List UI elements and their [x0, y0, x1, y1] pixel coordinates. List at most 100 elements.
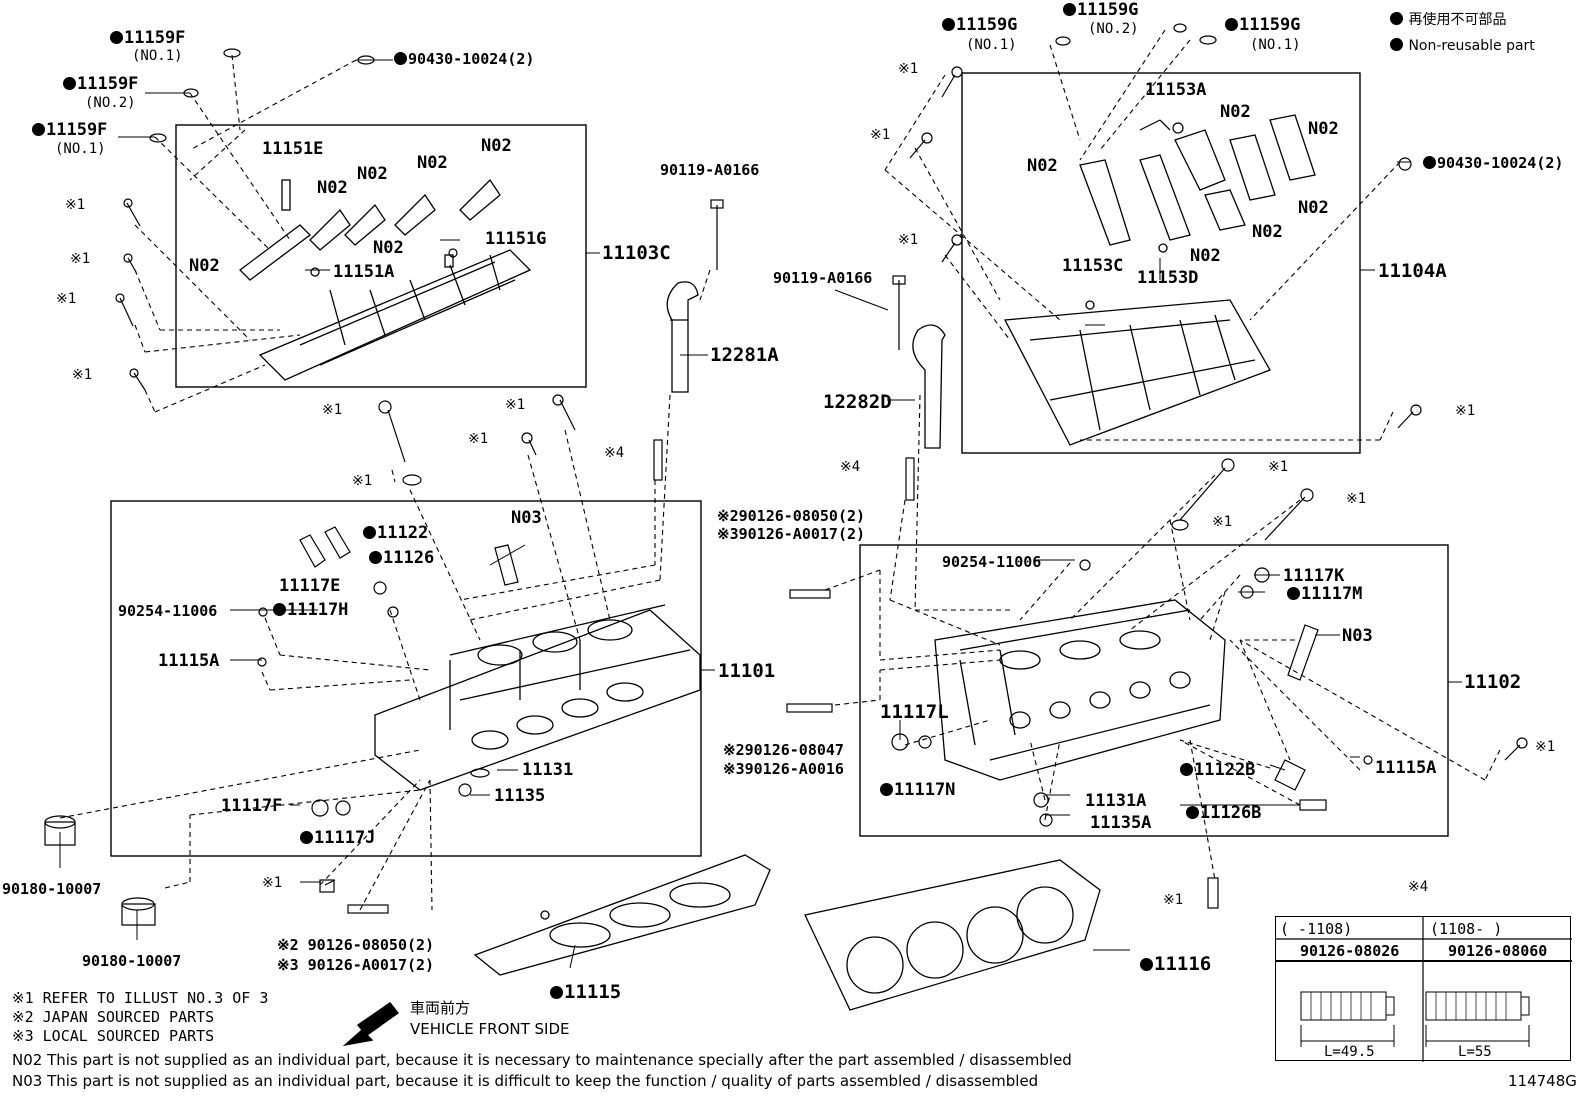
part-label-sub: (NO.1) — [1250, 37, 1301, 53]
non-reusable-dot-icon — [1423, 156, 1436, 169]
non-reusable-dot-icon — [1287, 587, 1300, 600]
part-label: 11153C — [1062, 256, 1124, 276]
non-reusable-dot-icon — [880, 783, 893, 796]
part-label: 11153D — [1137, 268, 1199, 288]
footnote-ref1: ※1 REFER TO ILLUST NO.3 OF 3 — [12, 989, 269, 1007]
n02-label: N02 — [417, 153, 448, 173]
part-label: 90430-10024(2) — [394, 52, 534, 67]
part-label: 11115 — [550, 983, 621, 1002]
spec-table-grid — [1276, 917, 1572, 1062]
part-label: 12281A — [710, 344, 779, 366]
part-label: 11151G — [485, 229, 547, 249]
part-label: ※390126-A0017(2) — [717, 525, 866, 543]
part-label: 11131 — [522, 760, 574, 780]
cylinder-head-left — [374, 604, 701, 791]
part-label: 11151E — [262, 139, 324, 159]
frame-camshaft-housing-right — [961, 72, 1361, 454]
front-label-en: VEHICLE FRONT SIDE — [410, 1020, 570, 1038]
stud-spec-table: ( -1108) (1108- ) 90126-08026 90126-0806… — [1275, 916, 1572, 1062]
frame-camshaft-housing-left — [175, 124, 587, 388]
non-reusable-dot-icon — [1225, 18, 1238, 31]
ref-mark: ※1 — [1212, 514, 1233, 530]
part-label: 11101 — [718, 660, 776, 682]
part-label: 11159G — [1225, 17, 1300, 34]
part-label: 11126B — [1186, 805, 1261, 822]
part-label: 90180-10007 — [2, 880, 102, 898]
non-reusable-dot-icon — [550, 986, 563, 999]
part-label: 11116 — [1140, 955, 1211, 974]
footnote-ref2: ※2 JAPAN SOURCED PARTS — [12, 1008, 215, 1026]
ref-mark: ※1 — [505, 397, 526, 413]
part-label: 11115A — [158, 651, 220, 671]
part-label: ※390126-A0016 — [723, 760, 844, 778]
part-label: 11151A — [333, 262, 395, 282]
ref-mark: ※4 — [604, 445, 625, 461]
ref-mark: ※4 — [840, 459, 861, 475]
part-label-sub: (NO.1) — [55, 141, 106, 157]
ref-mark: ※1 — [1535, 739, 1556, 755]
ref-mark: ※1 — [1163, 892, 1184, 908]
non-reusable-dot-icon — [1063, 3, 1076, 16]
part-label: ※290126-08050(2) — [717, 507, 866, 525]
n02-label: N02 — [1298, 198, 1329, 218]
part-label: ※2 90126-08050(2) — [277, 936, 435, 954]
ref-mark: ※1 — [70, 251, 91, 267]
non-reusable-dot-icon — [1390, 12, 1403, 25]
part-label: 11122 — [363, 525, 428, 542]
non-reusable-dot-icon — [394, 52, 407, 65]
part-label-sub: (NO.1) — [966, 37, 1017, 53]
n02-label: N02 — [481, 136, 512, 156]
part-label: 11131A — [1085, 791, 1147, 811]
non-reusable-dot-icon — [1390, 38, 1403, 51]
legend-jp: 再使用不可部品 — [1390, 12, 1506, 27]
non-reusable-dot-icon — [1186, 806, 1199, 819]
non-reusable-dot-icon — [273, 603, 286, 616]
non-reusable-dot-icon — [363, 526, 376, 539]
spec-col2-range: (1108- ) — [1430, 920, 1503, 938]
non-reusable-dot-icon — [942, 18, 955, 31]
part-label: 11135A — [1090, 813, 1152, 833]
part-label: 90180-10007 — [82, 952, 182, 970]
footnote-n03: N03 This part is not supplied as an indi… — [12, 1072, 1039, 1090]
n02-label: N02 — [1190, 246, 1221, 266]
part-label: 11102 — [1464, 671, 1522, 693]
ref-mark: ※1 — [870, 127, 891, 143]
engine-hanger-right — [912, 324, 946, 449]
part-label: 11103C — [602, 242, 671, 264]
n02-label: N02 — [189, 256, 220, 276]
part-label: 11117J — [300, 830, 375, 847]
ref-mark: ※1 — [468, 431, 489, 447]
cylinder-head-right — [934, 599, 1226, 781]
ref-mark: ※1 — [262, 875, 283, 891]
non-reusable-dot-icon — [300, 831, 313, 844]
part-label: 11117M — [1287, 586, 1362, 603]
illustration-number: 114748G — [1508, 1072, 1577, 1090]
part-label: 11135 — [494, 786, 546, 806]
non-reusable-dot-icon — [32, 123, 45, 136]
n02-label: N02 — [317, 178, 348, 198]
frame-cylinder-head-right — [859, 544, 1449, 837]
part-label: 11159F — [32, 122, 107, 139]
non-reusable-dot-icon — [110, 31, 123, 44]
part-label: 11117E — [279, 576, 341, 596]
ref-mark: ※1 — [72, 367, 93, 383]
camshaft-housing-right — [1003, 114, 1316, 446]
part-label: 11159G — [942, 17, 1017, 34]
part-label: 90430-10024(2) — [1423, 156, 1563, 171]
part-label: 11117N — [880, 782, 955, 799]
part-label: 11159F — [110, 30, 185, 47]
part-label: ※290126-08047 — [723, 741, 844, 759]
part-label: 90119-A0166 — [660, 161, 760, 179]
spec-table-ref: ※4 — [1408, 879, 1429, 895]
part-label: 11104A — [1378, 260, 1447, 282]
ref-mark: ※1 — [898, 232, 919, 248]
ref-mark: ※1 — [322, 402, 343, 418]
part-label: 11126 — [369, 550, 434, 567]
engine-hanger-left — [666, 281, 699, 393]
spec-col1-part: 90126-08026 — [1300, 942, 1400, 960]
n02-label: N02 — [373, 238, 404, 258]
spec-col1-length: L=49.5 — [1324, 1044, 1375, 1060]
n02-label: N02 — [1308, 119, 1339, 139]
part-label: 90254-11006 — [118, 602, 218, 620]
footnote-ref3: ※3 LOCAL SOURCED PARTS — [12, 1027, 215, 1045]
